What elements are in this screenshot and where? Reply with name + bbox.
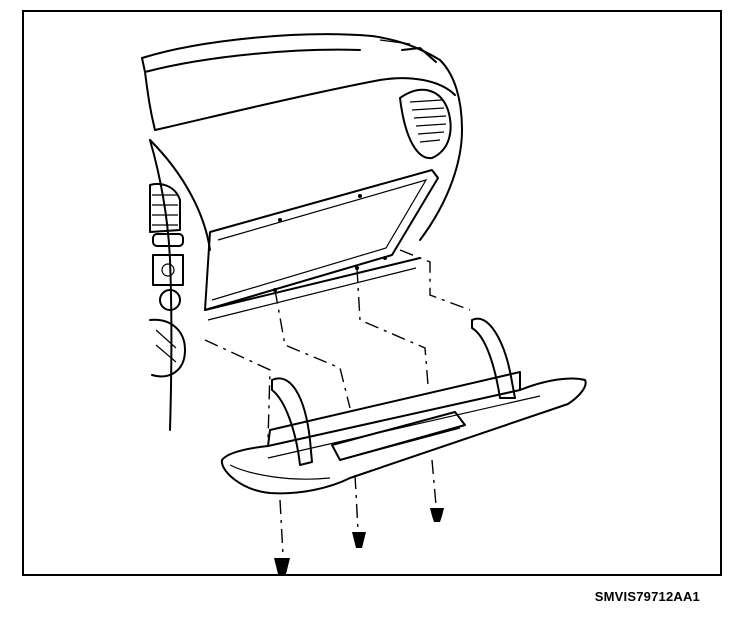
screws [274,508,444,574]
diagram-frame [22,10,722,576]
screw-icon [274,558,290,574]
instrument-panel [141,33,463,431]
air-vent-right [399,89,452,160]
glovebox-opening [204,169,439,321]
screw-icon [352,532,366,548]
center-stack [149,182,186,378]
alignment-lines [204,249,471,556]
figure-code-label: SMVIS79712AA1 [594,589,700,604]
glovebox-door [220,317,587,495]
screw-icon [430,508,444,522]
